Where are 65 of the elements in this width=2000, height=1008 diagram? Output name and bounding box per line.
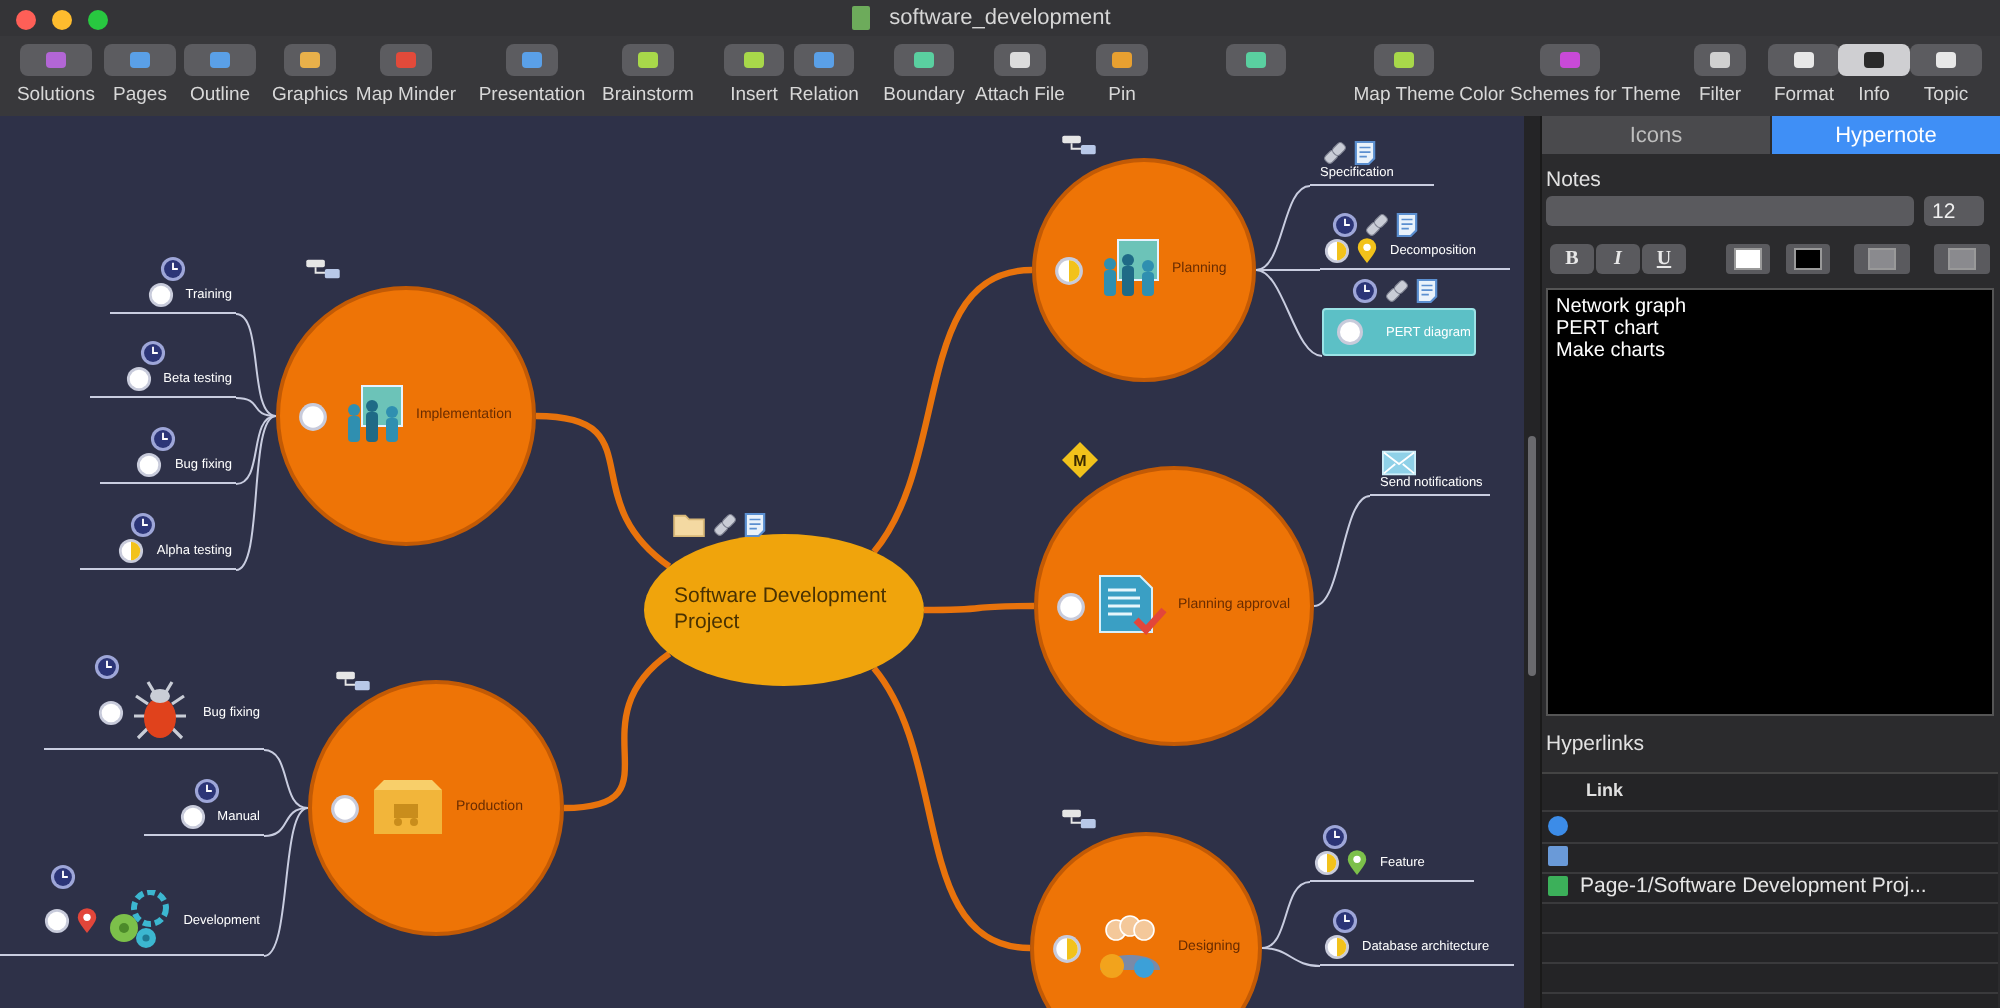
subtopic-underline [90, 340, 236, 398]
toolbar-label: Outline [189, 84, 251, 106]
subtopic-underline [44, 654, 264, 750]
tab: Icons [1542, 116, 1770, 154]
topic-label: Software Development Project [674, 583, 889, 637]
branch-connector [535, 412, 672, 569]
connector-line [1261, 881, 1311, 949]
toolbar-label: Info [1858, 84, 1890, 106]
subtopic-underline [1320, 908, 1514, 966]
connector-line [1255, 269, 1323, 357]
branch-connector [924, 602, 1034, 614]
subtopic-underline [144, 778, 264, 836]
toolbar-label: Topic [1923, 84, 1969, 106]
toolbar-label: Map Theme [1353, 84, 1455, 106]
toolbar-label: Relation [789, 84, 859, 106]
toolbar-label: Presentation [478, 84, 586, 106]
toolbar-label: Boundary [883, 84, 965, 106]
italic-button: I [1596, 244, 1640, 274]
subtopic-underline [1310, 140, 1434, 186]
font-size-field: 12 [1924, 196, 1984, 226]
toolbar-label: Pages [113, 84, 167, 106]
toolbar-label: Graphics [272, 84, 348, 106]
selected-subtopic [1322, 308, 1476, 356]
toolbar-label: Solutions [16, 84, 96, 106]
connector-line [1313, 495, 1371, 607]
column-header: Link [1586, 780, 1624, 800]
connector-line [235, 415, 277, 571]
link-text: Page-1/Software Development Proj... [1580, 874, 1927, 898]
connector-line [263, 807, 309, 837]
toolbar-label: Format [1773, 84, 1835, 106]
toolbar-label: Brainstorm [602, 84, 694, 106]
note-text: Network graph [1556, 296, 1689, 318]
section-heading: Hyperlinks [1546, 732, 1645, 756]
window-title: software_development [889, 6, 1111, 30]
subtopic-underline [1320, 212, 1510, 270]
bold-button: B [1550, 244, 1594, 274]
toolbar-label: Color Schemes for Theme [1459, 84, 1681, 106]
connector-line [1261, 947, 1321, 967]
subtopic-underline [110, 256, 236, 314]
toolbar-label: Insert [730, 84, 778, 106]
subtopic-underline [1370, 450, 1490, 496]
toolbar-label: Filter [1698, 84, 1742, 106]
priority-badge: M [1062, 442, 1098, 478]
connector-line [1255, 269, 1321, 271]
section-heading: Notes [1546, 168, 1601, 192]
subtopic-underline [100, 426, 236, 484]
connector-line [263, 749, 309, 809]
connector-line [235, 313, 277, 417]
subtopic-underline [80, 512, 236, 570]
connector-line [235, 415, 277, 485]
branch-connector [563, 651, 672, 812]
toolbar-label: Pin [1108, 84, 1136, 106]
connector-line [263, 807, 309, 957]
branch-connector [871, 266, 1033, 554]
connector-line [1255, 185, 1311, 271]
note-text: Make charts [1556, 340, 1667, 362]
subtopic-underline [0, 864, 264, 956]
toolbar-label: Attach File [975, 84, 1065, 106]
connector-line [235, 397, 277, 417]
tab: Hypernote [1772, 116, 2000, 154]
subtopic-underline [1310, 824, 1474, 882]
underline-button: U [1642, 244, 1686, 274]
branch-connector [871, 666, 1031, 952]
toolbar-label: Map Minder [355, 84, 457, 106]
note-text: PERT chart [1556, 318, 1661, 340]
